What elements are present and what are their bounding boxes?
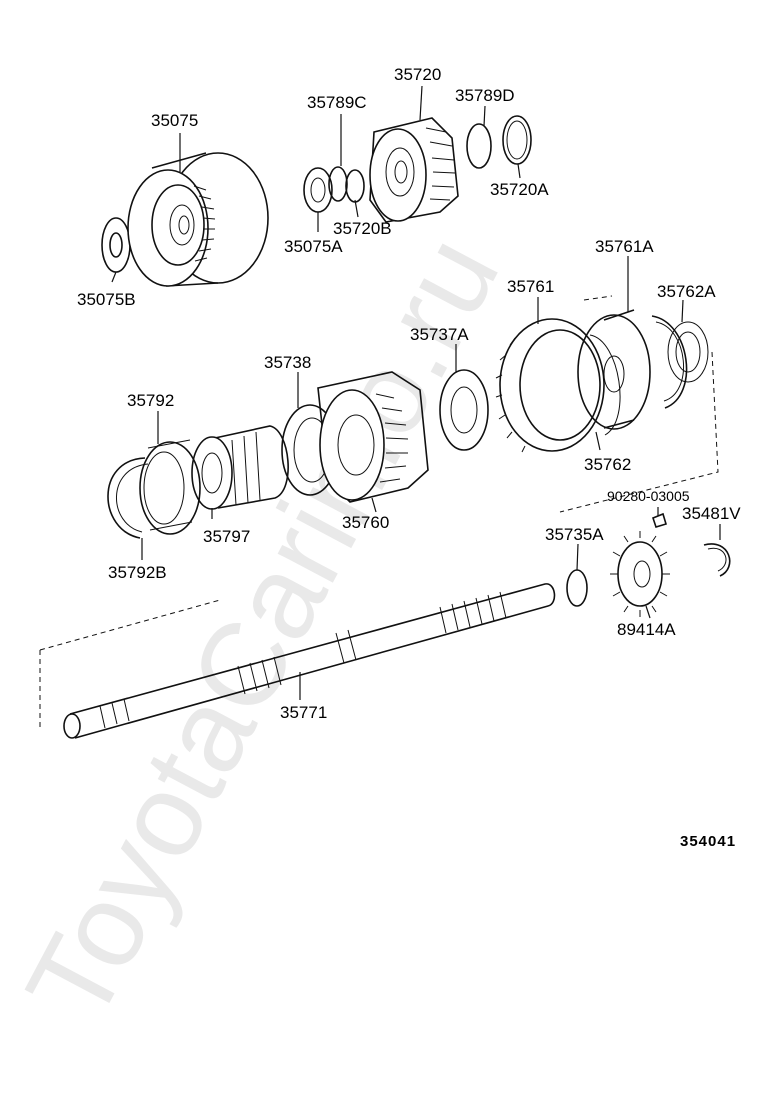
part-35481V-snap-ring[interactable] — [703, 543, 731, 577]
part-labels: 35075 35075B 35789C 35720 35789D 35720A … — [77, 65, 741, 722]
part-35792-bearing[interactable] — [139, 439, 201, 535]
label-35075B[interactable]: 35075B — [77, 290, 136, 309]
label-35761[interactable]: 35761 — [507, 277, 554, 296]
label-90280-03005[interactable]: 90280-03005 — [607, 488, 690, 504]
diagram-id: 354041 — [680, 833, 736, 850]
label-35761A[interactable]: 35761A — [595, 237, 654, 256]
part-35075A-washer[interactable] — [303, 167, 333, 213]
part-35075-drum[interactable] — [127, 152, 269, 287]
part-35720A-ring[interactable] — [502, 115, 532, 165]
label-35720[interactable]: 35720 — [394, 65, 441, 84]
part-35720B-ring[interactable] — [345, 169, 365, 203]
part-89414A-rotor[interactable] — [610, 531, 670, 617]
label-35789D[interactable]: 35789D — [455, 86, 515, 105]
label-35762A[interactable]: 35762A — [657, 282, 716, 301]
label-35792B[interactable]: 35792B — [108, 563, 167, 582]
label-35075A[interactable]: 35075A — [284, 237, 343, 256]
part-35075B-washer[interactable] — [101, 217, 131, 273]
part-35760-gear[interactable] — [317, 371, 429, 503]
label-35737A[interactable]: 35737A — [410, 325, 469, 344]
part-90280-03005-key[interactable] — [652, 512, 667, 528]
label-35789C[interactable]: 35789C — [307, 93, 367, 112]
label-35720B[interactable]: 35720B — [333, 219, 392, 238]
label-35735A[interactable]: 35735A — [545, 525, 604, 544]
part-35792B-snap-ring[interactable] — [107, 457, 149, 539]
part-35761A-flange[interactable] — [577, 309, 651, 430]
part-35762A-snap-ring[interactable] — [651, 315, 709, 409]
label-35481V[interactable]: 35481V — [682, 504, 741, 523]
label-35760[interactable]: 35760 — [342, 513, 389, 532]
assembly-dash-lines — [39, 295, 719, 730]
part-35789D-ring[interactable] — [466, 123, 492, 169]
part-35720-carrier[interactable] — [369, 117, 459, 223]
label-35797[interactable]: 35797 — [203, 527, 250, 546]
label-35075[interactable]: 35075 — [151, 111, 198, 130]
label-35738[interactable]: 35738 — [264, 353, 311, 372]
leader-lines — [111, 85, 721, 700]
part-35761-ring-gear[interactable] — [495, 318, 605, 453]
label-35792[interactable]: 35792 — [127, 391, 174, 410]
label-35720A[interactable]: 35720A — [490, 180, 549, 199]
part-35735A-ring[interactable] — [566, 569, 588, 607]
part-35789C-ring[interactable] — [328, 166, 348, 202]
part-35762-drum[interactable] — [589, 334, 621, 436]
part-35737A-washer[interactable] — [439, 369, 489, 451]
part-35771-shaft[interactable] — [63, 583, 556, 739]
label-35771[interactable]: 35771 — [280, 703, 327, 722]
label-89414A[interactable]: 89414A — [617, 620, 676, 639]
label-35762[interactable]: 35762 — [584, 455, 631, 474]
